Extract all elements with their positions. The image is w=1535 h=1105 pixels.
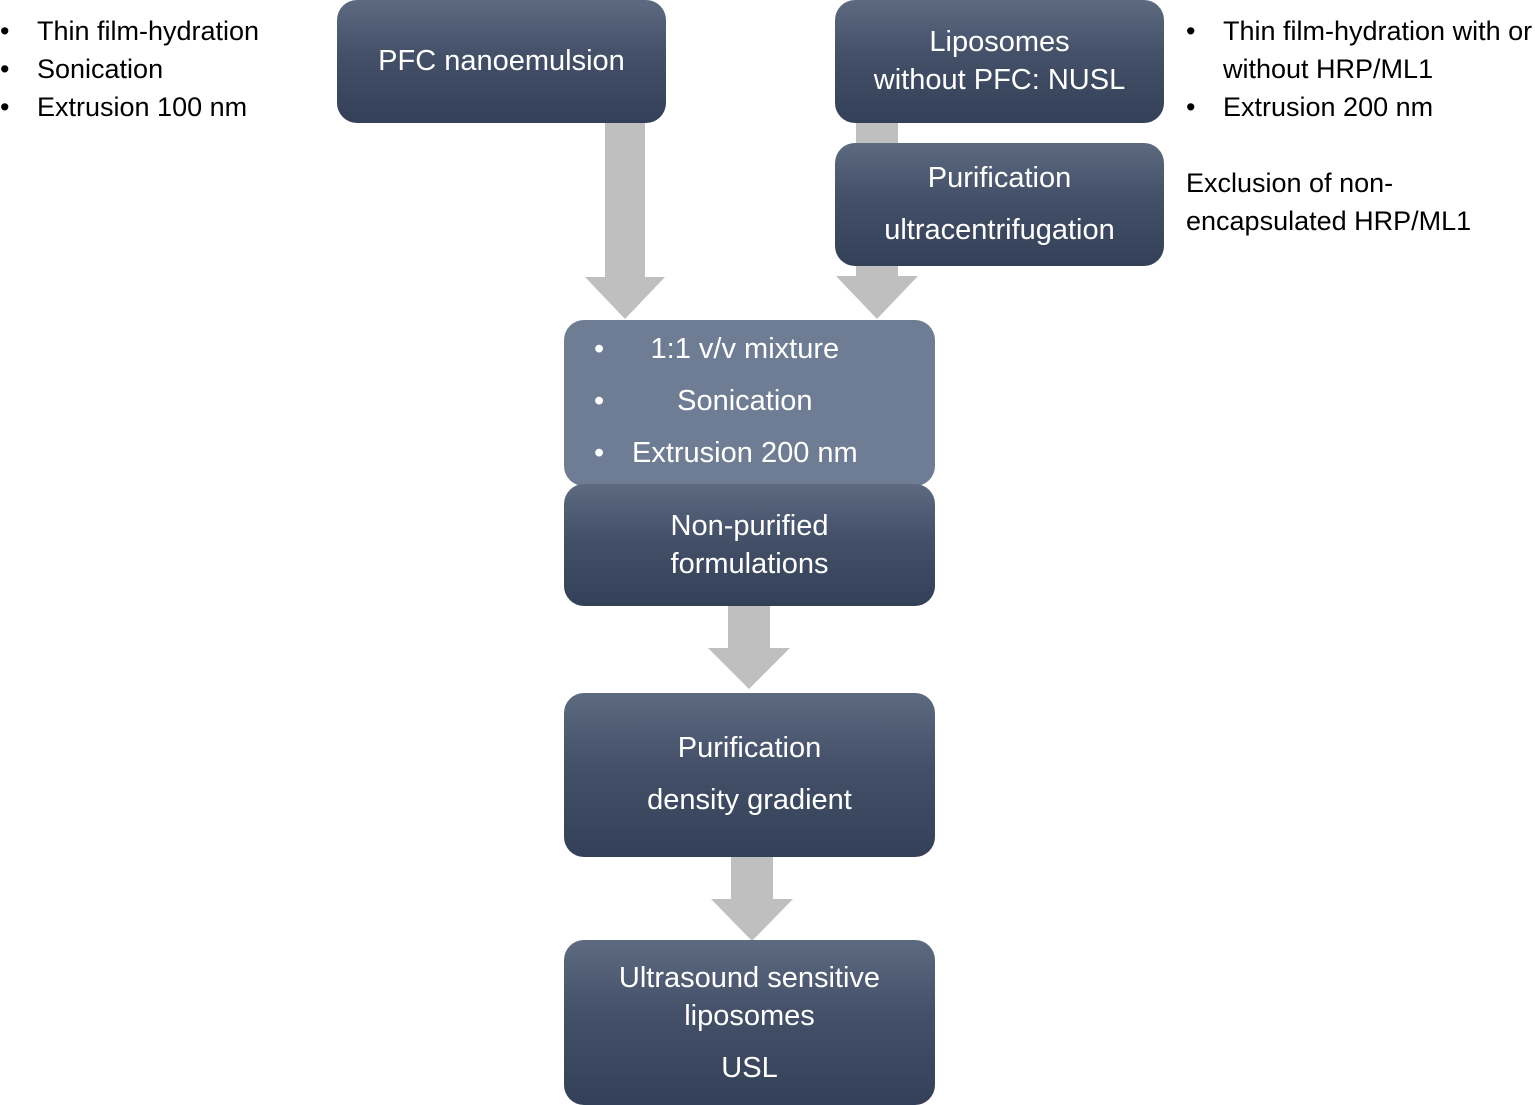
box-label-line2: ultracentrifugation (884, 213, 1115, 246)
purification-exclusion-note: Exclusion of non-encapsulated HRP/ML1 (1186, 164, 1506, 240)
list-item: Sonication (0, 50, 259, 88)
list-item: Extrusion 200 nm (1186, 88, 1535, 126)
box-label-line2: formulations (670, 548, 829, 580)
box-label-line1: Ultrasound sensitive (618, 961, 881, 994)
box-label-line1: Purification (927, 161, 1072, 194)
usl-box: Ultrasound sensitive liposomes USL (564, 940, 935, 1105)
arrow-density-to-usl (711, 854, 793, 941)
arrow-nonpurified-to-density (708, 604, 790, 689)
mixture-steps-list: 1:1 v/v mixture Sonication Extrusion 200… (564, 323, 858, 479)
liposomes-nusl-box: Liposomes without PFC: NUSL (835, 0, 1164, 123)
arrow-purification-to-mixture (836, 262, 918, 319)
arrow-pfc-to-mixture (585, 122, 665, 319)
liposome-preparation-notes: Thin film-hydration with or without HRP/… (1186, 12, 1535, 126)
box-label-line1: Non-purified (670, 510, 829, 542)
box-label-line3: USL (721, 1051, 778, 1084)
box-label-line2: without PFC: NUSL (873, 63, 1126, 96)
list-item: 1:1 v/v mixture (564, 323, 858, 375)
list-item: Extrusion 100 nm (0, 88, 259, 126)
box-label-line2: liposomes (684, 999, 815, 1032)
pfc-nanoemulsion-box: PFC nanoemulsion (337, 0, 666, 123)
box-label: PFC nanoemulsion (378, 44, 625, 77)
note-text: Exclusion of non-encapsulated HRP/ML1 (1186, 168, 1472, 236)
purification-ultracentrifugation-box: Purification ultracentrifugation (835, 143, 1164, 266)
pfc-preparation-notes: Thin film-hydration Sonication Extrusion… (0, 12, 259, 126)
purification-density-gradient-box: Purification density gradient (564, 693, 935, 857)
box-label-line1: Liposomes (929, 25, 1070, 58)
list-item: Extrusion 200 nm (564, 427, 858, 479)
list-item: Thin film-hydration with or without HRP/… (1186, 12, 1535, 88)
list-item: Sonication (564, 375, 858, 427)
mixture-steps-box: 1:1 v/v mixture Sonication Extrusion 200… (564, 320, 935, 486)
box-label-line2: density gradient (647, 784, 852, 816)
non-purified-formulations-box: Non-purified formulations (564, 484, 935, 606)
box-label-line1: Purification (677, 732, 822, 765)
list-item: Thin film-hydration (0, 12, 259, 50)
